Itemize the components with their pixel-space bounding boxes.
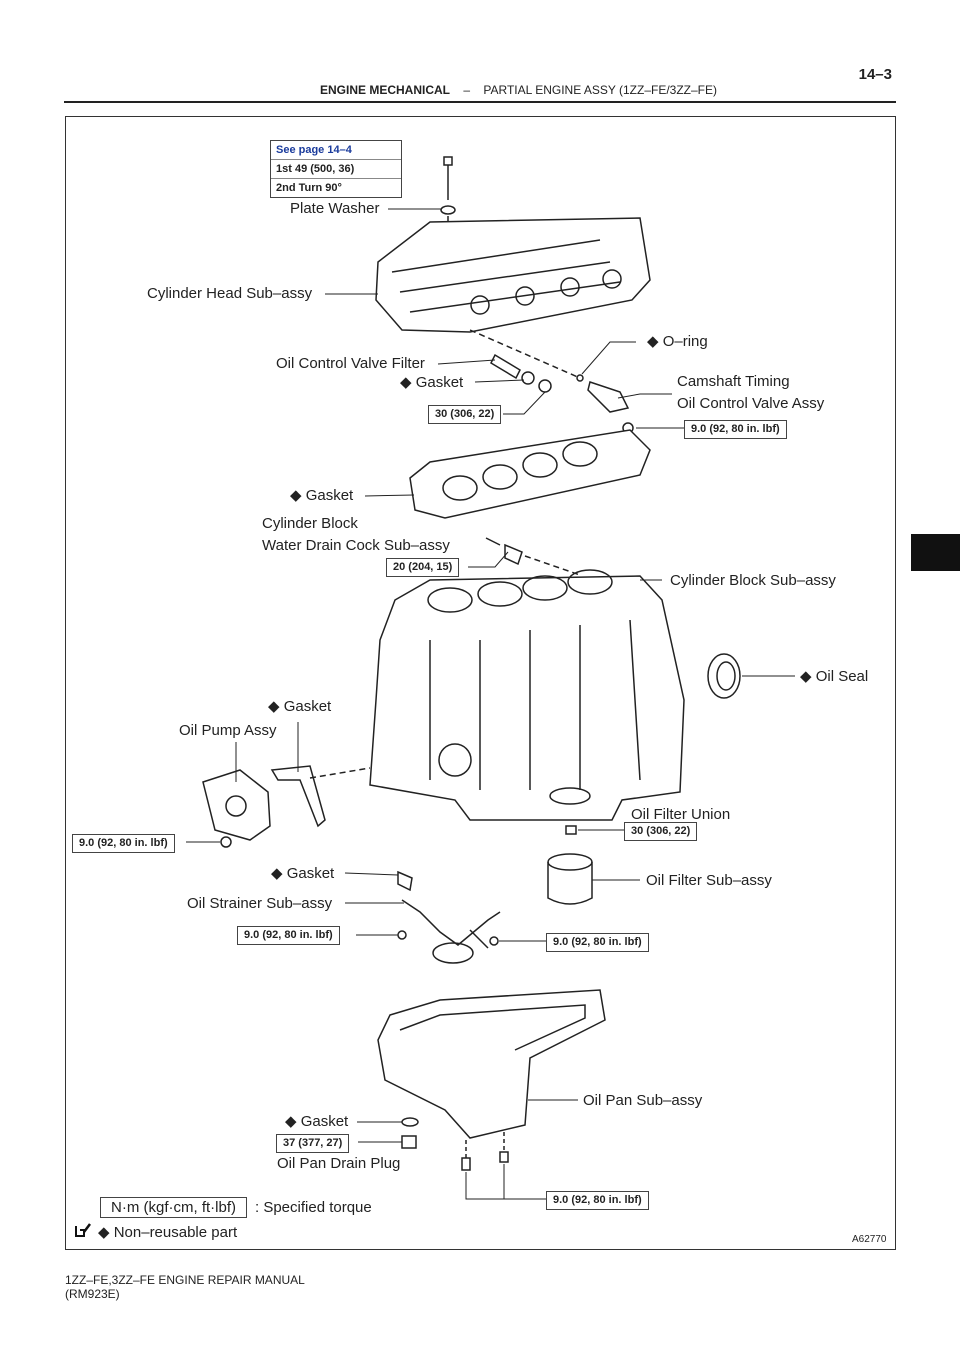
torque-camshaft-ocv: 9.0 (92, 80 in. lbf) — [684, 420, 787, 439]
header-separator: – — [463, 83, 471, 97]
page-footer: 1ZZ–FE,3ZZ–FE ENGINE REPAIR MANUAL (RM92… — [65, 1273, 305, 1301]
see-page-reference[interactable]: See page 14–4 — [271, 141, 401, 160]
label-cylinder-head: Cylinder Head Sub–assy — [147, 285, 313, 302]
note-line-1: 1st 49 (500, 36) — [271, 160, 401, 179]
note-line-2: 2nd Turn 90° — [276, 182, 342, 194]
page-number: 14–3 — [858, 66, 892, 83]
header-subsection: PARTIAL ENGINE ASSY (1ZZ–FE/3ZZ–FE) — [483, 83, 718, 97]
torque-oil-pump: 9.0 (92, 80 in. lbf) — [72, 834, 175, 853]
label-oil-strainer: Oil Strainer Sub–assy — [187, 895, 333, 912]
label-gasket-ocv: ◆ Gasket — [400, 374, 464, 391]
torque-ocv-filter: 30 (306, 22) — [428, 405, 502, 424]
header-rule — [64, 101, 896, 103]
cylinder-head-shape — [375, 217, 651, 333]
label-oil-filter: Oil Filter Sub–assy — [646, 872, 772, 889]
label-water-drain-line1: Cylinder Block — [262, 515, 358, 532]
wrench-check-icon — [75, 1223, 91, 1237]
figure-id: A62770 — [852, 1234, 887, 1245]
label-water-drain-line2: Water Drain Cock Sub–assy — [262, 537, 450, 554]
label-oil-pan-drain-plug: Oil Pan Drain Plug — [277, 1155, 401, 1172]
head-bolt-torque-note: See page 14–4 1st 49 (500, 36) 2nd Turn … — [270, 140, 402, 198]
torque-drain-cock: 20 (204, 15) — [386, 558, 460, 577]
label-gasket-drain-plug: ◆ Gasket — [285, 1113, 349, 1130]
label-oil-pump: Oil Pump Assy — [179, 722, 277, 739]
label-o-ring: ◆ O–ring — [647, 333, 708, 350]
page-header-title: ENGINE MECHANICAL – PARTIAL ENGINE ASSY … — [320, 83, 717, 97]
label-camshaft-line1: Camshaft Timing — [677, 373, 790, 390]
section-tab — [911, 534, 960, 571]
legend-unit-box: N·m (kgf·cm, ft·lbf) — [100, 1197, 247, 1218]
torque-strainer-right: 9.0 (92, 80 in. lbf) — [546, 933, 649, 952]
head-gasket-shape — [409, 429, 651, 519]
label-gasket-strainer: ◆ Gasket — [271, 865, 335, 882]
label-camshaft-line2: Oil Control Valve Assy — [677, 395, 825, 412]
label-oil-control-valve-filter: Oil Control Valve Filter — [276, 355, 425, 372]
label-cylinder-block: Cylinder Block Sub–assy — [670, 572, 836, 589]
header-section: ENGINE MECHANICAL — [320, 83, 451, 97]
label-gasket-pump: ◆ Gasket — [268, 698, 332, 715]
torque-drain-plug: 37 (377, 27) — [276, 1134, 350, 1153]
torque-strainer-left: 9.0 (92, 80 in. lbf) — [237, 926, 340, 945]
label-oil-filter-union: Oil Filter Union — [631, 806, 731, 823]
legend-unit-text: : Specified torque — [255, 1199, 372, 1216]
label-gasket-head: ◆ Gasket — [290, 487, 354, 504]
oil-filter-shape — [547, 853, 593, 905]
torque-oil-pan: 9.0 (92, 80 in. lbf) — [546, 1191, 649, 1210]
oil-pan-shape — [377, 989, 606, 1139]
torque-oil-filter-union: 30 (306, 22) — [624, 822, 698, 841]
footer-line-1: 1ZZ–FE,3ZZ–FE ENGINE REPAIR MANUAL — [65, 1273, 305, 1287]
label-oil-pan: Oil Pan Sub–assy — [583, 1092, 703, 1109]
label-plate-washer: Plate Washer — [290, 200, 380, 217]
footer-line-2: (RM923E) — [65, 1287, 120, 1301]
head-bolt-icon — [440, 156, 456, 215]
label-oil-seal: ◆ Oil Seal — [800, 668, 869, 685]
figure-frame — [65, 116, 896, 1250]
cylinder-block-shape — [369, 569, 685, 821]
legend-non-reusable: ◆ Non–reusable part — [98, 1224, 238, 1241]
